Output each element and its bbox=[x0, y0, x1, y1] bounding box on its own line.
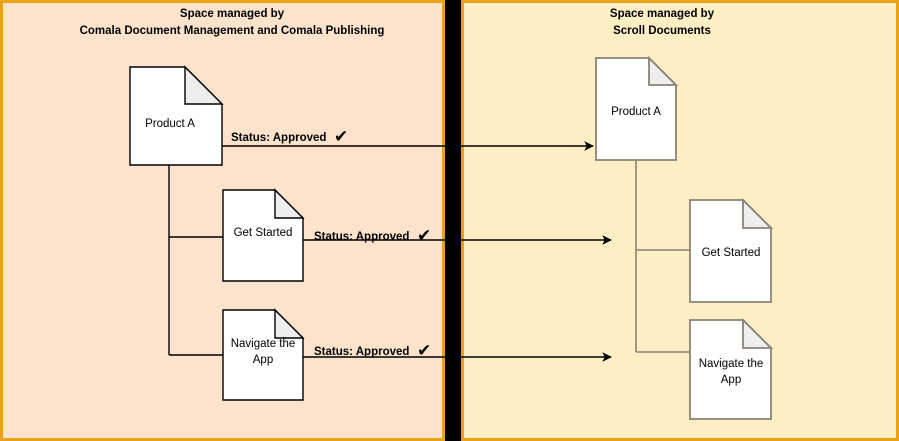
document-label: Product A bbox=[611, 106, 661, 118]
right-document-navigate-the-app[interactable]: Navigate the App bbox=[689, 317, 774, 420]
right-panel-heading-line1: Space managed by bbox=[610, 8, 715, 20]
status-label-text: Status: Approved bbox=[314, 231, 409, 243]
right-panel-background bbox=[461, 0, 899, 441]
status-label-product-a: Status: Approved ✔ bbox=[231, 127, 348, 147]
right-document-get-started[interactable]: Get Started bbox=[689, 197, 774, 303]
left-document-product-a[interactable]: Product A bbox=[129, 65, 224, 166]
left-document-navigate-the-app[interactable]: Navigate the App bbox=[222, 308, 305, 401]
document-fold-corner-icon bbox=[742, 197, 774, 229]
document-label-line1: Navigate the bbox=[699, 358, 764, 370]
document-label-line2: App bbox=[721, 374, 741, 386]
status-label-text: Status: Approved bbox=[314, 346, 409, 358]
document-label: Get Started bbox=[234, 227, 293, 239]
left-panel-heading-line2: Comala Document Management and Comala Pu… bbox=[80, 25, 385, 37]
document-fold-corner-icon bbox=[274, 308, 305, 339]
right-panel-heading-line2: Scroll Documents bbox=[613, 25, 711, 37]
document-label-line1: Navigate the bbox=[231, 338, 296, 350]
document-label: Get Started bbox=[702, 247, 761, 259]
document-fold-corner-icon bbox=[648, 55, 679, 86]
right-document-product-a[interactable]: Product A bbox=[595, 55, 679, 161]
document-fold-corner-icon bbox=[184, 65, 224, 105]
status-label-navigate-the-app: Status: Approved ✔ bbox=[314, 341, 431, 361]
status-label-text: Status: Approved bbox=[231, 132, 326, 144]
transition-arrows bbox=[222, 141, 612, 362]
check-mark-icon: ✔ bbox=[417, 341, 431, 361]
right-tree-connectors bbox=[635, 160, 690, 353]
check-mark-icon: ✔ bbox=[417, 226, 431, 246]
document-fold-corner-icon bbox=[742, 317, 774, 349]
document-label-line2: App bbox=[253, 354, 273, 366]
right-panel: Space managed by Scroll Documents bbox=[461, 0, 899, 441]
document-fold-corner-icon bbox=[274, 188, 305, 219]
left-document-get-started[interactable]: Get Started bbox=[222, 188, 305, 282]
status-label-get-started: Status: Approved ✔ bbox=[314, 226, 431, 246]
left-tree-connectors bbox=[168, 165, 223, 356]
check-mark-icon: ✔ bbox=[334, 127, 348, 147]
left-panel-heading-line1: Space managed by bbox=[180, 8, 285, 20]
document-label: Product A bbox=[145, 118, 195, 130]
space-boundary-divider bbox=[445, 0, 462, 441]
